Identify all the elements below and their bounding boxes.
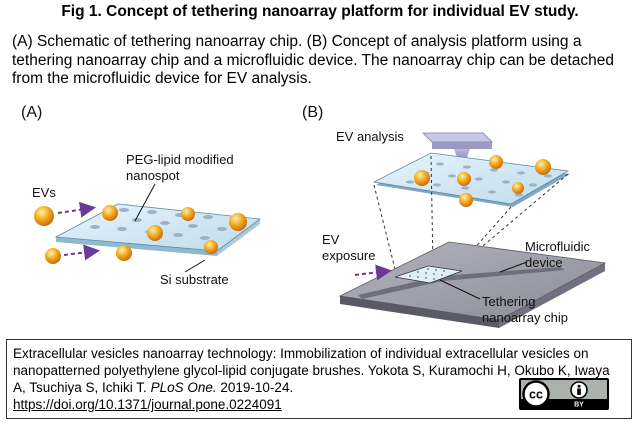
chip-a-edge	[56, 237, 217, 256]
ev-particle	[489, 155, 503, 169]
ev-particle	[204, 240, 218, 254]
chip-a-side	[217, 219, 260, 256]
ev-particle	[102, 205, 118, 221]
ev-particle	[459, 193, 473, 207]
cc-by-icon-graphic: cc BY	[521, 380, 607, 408]
microfluidic-label-line1: Microfluidic	[525, 239, 591, 254]
embedded-chip	[394, 265, 463, 284]
ev-particle-free	[45, 248, 61, 264]
panel-b-label: (B)	[302, 104, 323, 121]
nanospot-label: nanospot	[126, 168, 180, 183]
embedded-nanospots	[409, 268, 445, 280]
cc-circle	[522, 380, 550, 408]
microfluidic-channel	[358, 267, 565, 299]
ev-analysis-label: EV analysis	[336, 129, 404, 144]
tethering-leader-line	[439, 279, 481, 300]
by-text: BY	[574, 402, 584, 409]
ev-particle	[229, 213, 247, 231]
tethering-label-line2: nanoarray chip	[482, 310, 568, 325]
ev-particle	[414, 170, 430, 186]
si-substrate-label: Si substrate	[160, 272, 229, 287]
ev-exposure-label-line1: EV	[322, 232, 340, 247]
nanospot-array-b	[406, 162, 552, 197]
exposure-arrow	[354, 264, 392, 281]
peg-leader-line	[134, 183, 156, 222]
panel-a-label: (A)	[21, 104, 42, 121]
substrate-leader-line	[184, 259, 206, 273]
microfluidic-leader-line	[499, 261, 528, 273]
probe-body	[432, 142, 492, 149]
microfluidic-label-line2: device	[525, 255, 563, 270]
citation-box: Extracellular vesicles nanoarray technol…	[6, 339, 632, 419]
ev-particle	[535, 159, 551, 175]
cc-by-icon[interactable]: cc BY	[519, 378, 609, 410]
device-front-edge	[340, 296, 499, 328]
ev-particle	[181, 207, 195, 221]
ev-particle	[116, 245, 132, 261]
ev-particle	[512, 182, 524, 194]
ev-motion-arrow	[57, 201, 96, 218]
probe-head	[422, 132, 493, 143]
figure-svg: (A) EVs PEG-lipid modified nano	[21, 104, 607, 328]
ev-particle-free	[34, 206, 54, 226]
ev-exposure-label-line2: exposure	[322, 248, 375, 263]
citation-doi-link[interactable]: https://doi.org/10.1371/journal.pone.022…	[13, 397, 282, 412]
citation-text: Extracellular vesicles nanoarray technol…	[13, 346, 610, 395]
citation-date: 2019-10-24.	[220, 380, 294, 395]
evs-label: EVs	[32, 185, 56, 200]
figure-caption: (A) Schematic of tethering nanoarray chi…	[12, 33, 615, 87]
citation-journal: PLoS One.	[150, 380, 217, 395]
ev-particle	[457, 172, 471, 186]
ev-motion-arrow	[63, 244, 100, 261]
ev-group-b	[414, 155, 551, 207]
ev-particle	[147, 225, 163, 241]
peg-lipid-label: PEG-lipid modified	[126, 152, 234, 167]
ev-group-a	[34, 205, 247, 264]
tethering-label-line1: Tethering	[482, 294, 535, 309]
figure-title: Fig 1. Concept of tethering nanoarray pl…	[61, 3, 579, 20]
device-side-edge	[499, 263, 605, 328]
cc-text: cc	[529, 388, 543, 402]
figure-illustration: (A) EVs PEG-lipid modified nano	[0, 96, 640, 336]
microfluidic-device	[338, 241, 607, 321]
